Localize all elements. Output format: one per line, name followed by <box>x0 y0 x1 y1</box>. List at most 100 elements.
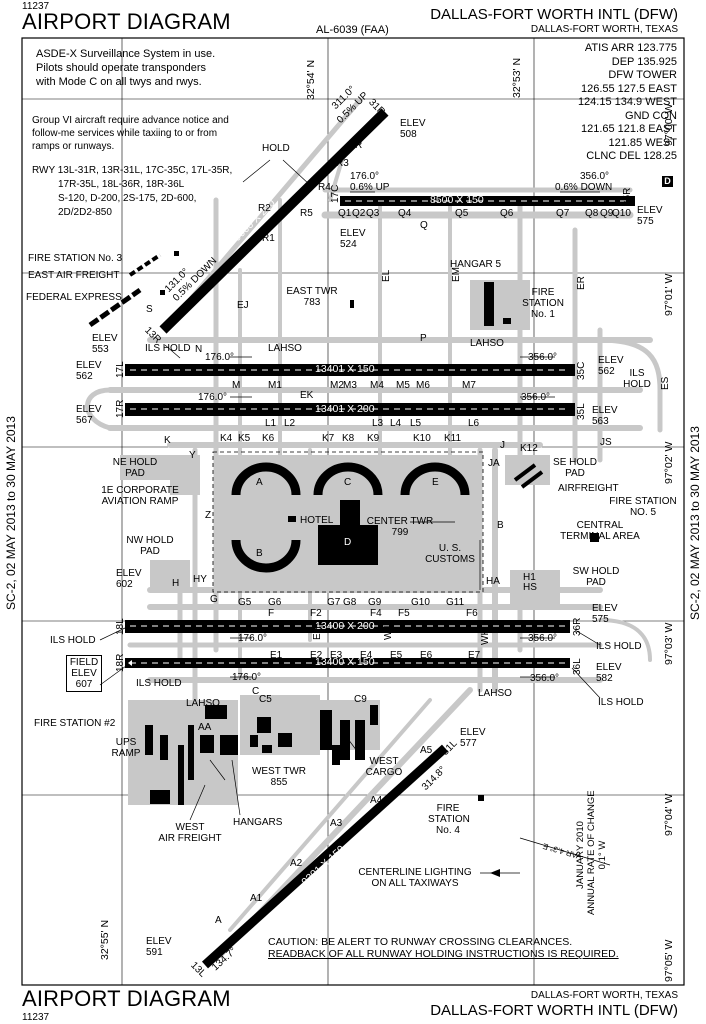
twy-m5: M5 <box>396 380 410 391</box>
twy-g6: G6 <box>268 597 282 608</box>
airport-name: DALLAS-FORT WORTH INTL (DFW) <box>430 6 678 23</box>
twy-j: J <box>500 440 505 451</box>
annual-rate-of-change: JANUARY 2010 ANNUAL RATE OF CHANGE 0.1° … <box>575 790 608 915</box>
rwy-18r-dim: 13400 X 150 <box>315 656 375 668</box>
fire-station-2: FIRE STATION #2 <box>34 718 116 729</box>
bearing-356-35c: 356.0° <box>528 352 558 363</box>
page-title: AIRPORT DIAGRAM <box>22 9 231 34</box>
twy-a3: A3 <box>330 818 343 829</box>
rwy-end-35r: 35R <box>622 187 633 206</box>
twy-wm: WK <box>480 628 491 645</box>
twy-c9: C9 <box>354 694 367 705</box>
twy-k8: K8 <box>342 433 355 444</box>
terminal-d <box>288 500 378 565</box>
field-elevation-box: FIELD ELEV 607 <box>66 655 102 692</box>
rwy-18l-dim: 13400 X 200 <box>315 620 375 632</box>
twy-k10: K10 <box>413 433 431 444</box>
bearing-356-35r: 356.0° <box>580 171 610 182</box>
terminals <box>231 462 470 573</box>
twy-q8: Q8 <box>585 208 599 219</box>
rwy-end-17c: 17C <box>330 184 341 203</box>
twy-g9: G9 <box>368 597 382 608</box>
twy-k11: K11 <box>444 433 462 444</box>
hangars: HANGARS <box>233 817 283 828</box>
twy-a: A <box>215 915 222 926</box>
rwy-17c-dim: 8500 X 150 <box>430 194 484 206</box>
hotel: HOTEL <box>300 515 334 526</box>
twy-e7: E7 <box>468 650 481 661</box>
rwy-end-35c: 35C <box>576 361 587 380</box>
twy-f2: F2 <box>310 608 322 619</box>
twy-hy: HY <box>193 574 207 585</box>
lon-3: 97°03' W <box>663 622 675 665</box>
ils-hold-36r: ILS HOLD <box>596 641 642 652</box>
twy-k: K <box>164 435 171 446</box>
lat-bottom: 32°55' N <box>99 919 111 960</box>
twy-m3: M3 <box>343 380 357 391</box>
lon-4: 97°04' W <box>663 793 675 836</box>
twy-hs: HS <box>523 582 537 593</box>
bearing-176-18r: 176.0° <box>232 672 262 683</box>
twy-aa: AA <box>198 722 212 733</box>
rwy-end-17l: 17L <box>115 361 126 378</box>
twy-y: Y <box>189 450 196 461</box>
group6-note: Group VI aircraft require advance notice… <box>32 115 229 152</box>
footer-chart-number: 11237 <box>22 1012 50 1023</box>
lon-0: 97°00' W <box>663 103 675 146</box>
bearing-176-17c: 176.0° <box>350 171 380 182</box>
lon-5: 97°05' W <box>663 939 675 982</box>
rwy-end-18l: 18L <box>115 618 126 635</box>
runway-17c-35c <box>340 196 635 206</box>
twy-l4: L4 <box>390 418 402 429</box>
twy-q4: Q4 <box>398 208 412 219</box>
twy-r2: R2 <box>258 203 271 214</box>
twy-m: M <box>232 380 241 391</box>
rwy-end-17r: 17R <box>115 399 126 418</box>
bearing-176-17r: 176.0° <box>198 392 228 403</box>
bearing-356-35l: 356.0° <box>521 392 551 403</box>
hold-label: HOLD <box>262 143 290 154</box>
rwy-17r-dim: 13401 X 200 <box>315 403 375 415</box>
lat-top-left: 32°54' N <box>305 59 317 100</box>
twy-k6: K6 <box>262 433 275 444</box>
twy-q10: Q10 <box>612 208 631 219</box>
twy-a4: A4 <box>370 795 383 806</box>
twy-a1: A1 <box>250 893 263 904</box>
twy-q6: Q6 <box>500 208 514 219</box>
twy-m2: M2 <box>330 380 344 391</box>
runways <box>125 196 635 668</box>
twy-k4: K4 <box>220 433 233 444</box>
twy-e3: E3 <box>330 650 343 661</box>
fire-station-3: FIRE STATION No. 3 <box>28 253 123 264</box>
twy-q9: Q9 <box>600 208 614 219</box>
bearing-176-17l: 176.0° <box>205 352 235 363</box>
footer-title: AIRPORT DIAGRAM <box>22 986 231 1011</box>
twy-p: P <box>420 333 427 344</box>
twy-er: ER <box>576 276 587 290</box>
twy-q: Q <box>420 220 428 231</box>
map-frame <box>21 37 685 986</box>
twy-g10: G10 <box>411 597 430 608</box>
chart-number: 11237 <box>22 1 50 12</box>
twy-ej: EJ <box>237 300 249 311</box>
footer-city: DALLAS-FORT WORTH, TEXAS <box>530 990 678 1001</box>
lahso-aa: LAHSO <box>186 698 220 709</box>
runway-18l-36r <box>125 620 570 633</box>
twy-wl: WJ <box>383 625 394 640</box>
twy-r3: R3 <box>336 158 349 169</box>
bearing-176-18l: 176.0° <box>238 633 268 644</box>
